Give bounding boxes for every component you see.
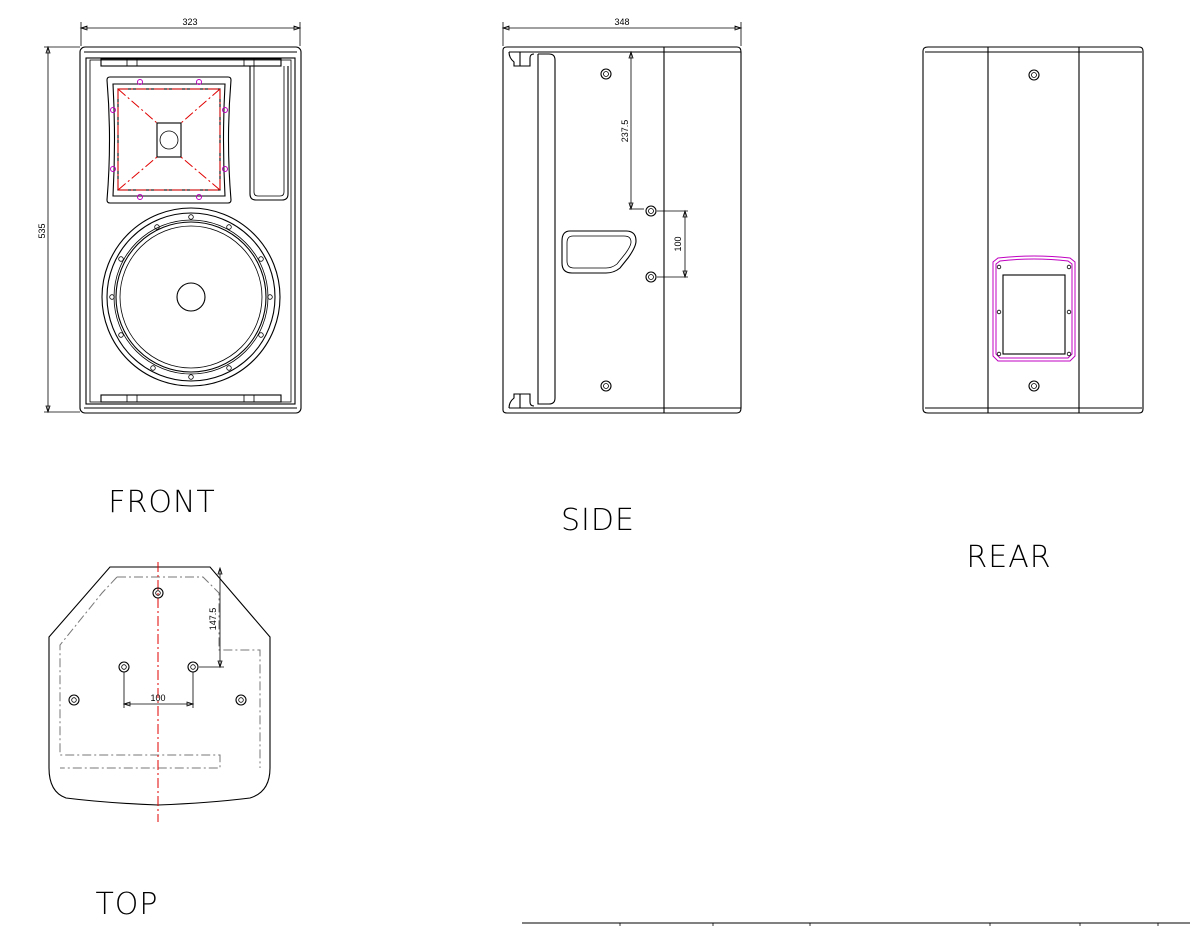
front-view: 323 535: [37, 17, 302, 520]
side-hole-spacing-text: 100: [673, 236, 683, 251]
side-view-label: SIDE: [561, 503, 635, 538]
front-width-dimension: 323: [79, 17, 302, 46]
front-height-dimension: 535: [37, 45, 80, 414]
rear-view-label: REAR: [966, 540, 1051, 575]
side-view: 348 237.5 100: [501, 17, 743, 538]
top-hole-spacing-text: 100: [150, 693, 165, 703]
side-width-text: 348: [614, 17, 629, 27]
horn-screws: [110, 79, 228, 200]
woofer-screws: [109, 214, 273, 380]
top-hole-spacing-dimension: 100: [122, 672, 195, 708]
front-height-text: 535: [37, 223, 47, 238]
top-view: 147.5 100 TOP: [48, 562, 271, 922]
top-hole-offset-text: 147.5: [208, 608, 218, 631]
rear-view: REAR: [922, 46, 1144, 575]
top-hole-offset-dimension: 147.5: [199, 566, 224, 669]
side-hole-offset-text: 237.5: [620, 120, 630, 143]
front-view-label: FRONT: [108, 485, 215, 520]
input-plate: [992, 255, 1076, 362]
top-view-label: TOP: [95, 887, 158, 922]
front-width-text: 323: [182, 17, 197, 27]
side-hole-offset-dimension: 237.5: [620, 50, 644, 211]
side-width-dimension: 348: [501, 17, 743, 46]
woofer: [101, 207, 281, 387]
side-hole-spacing-dimension: 100: [657, 209, 688, 279]
